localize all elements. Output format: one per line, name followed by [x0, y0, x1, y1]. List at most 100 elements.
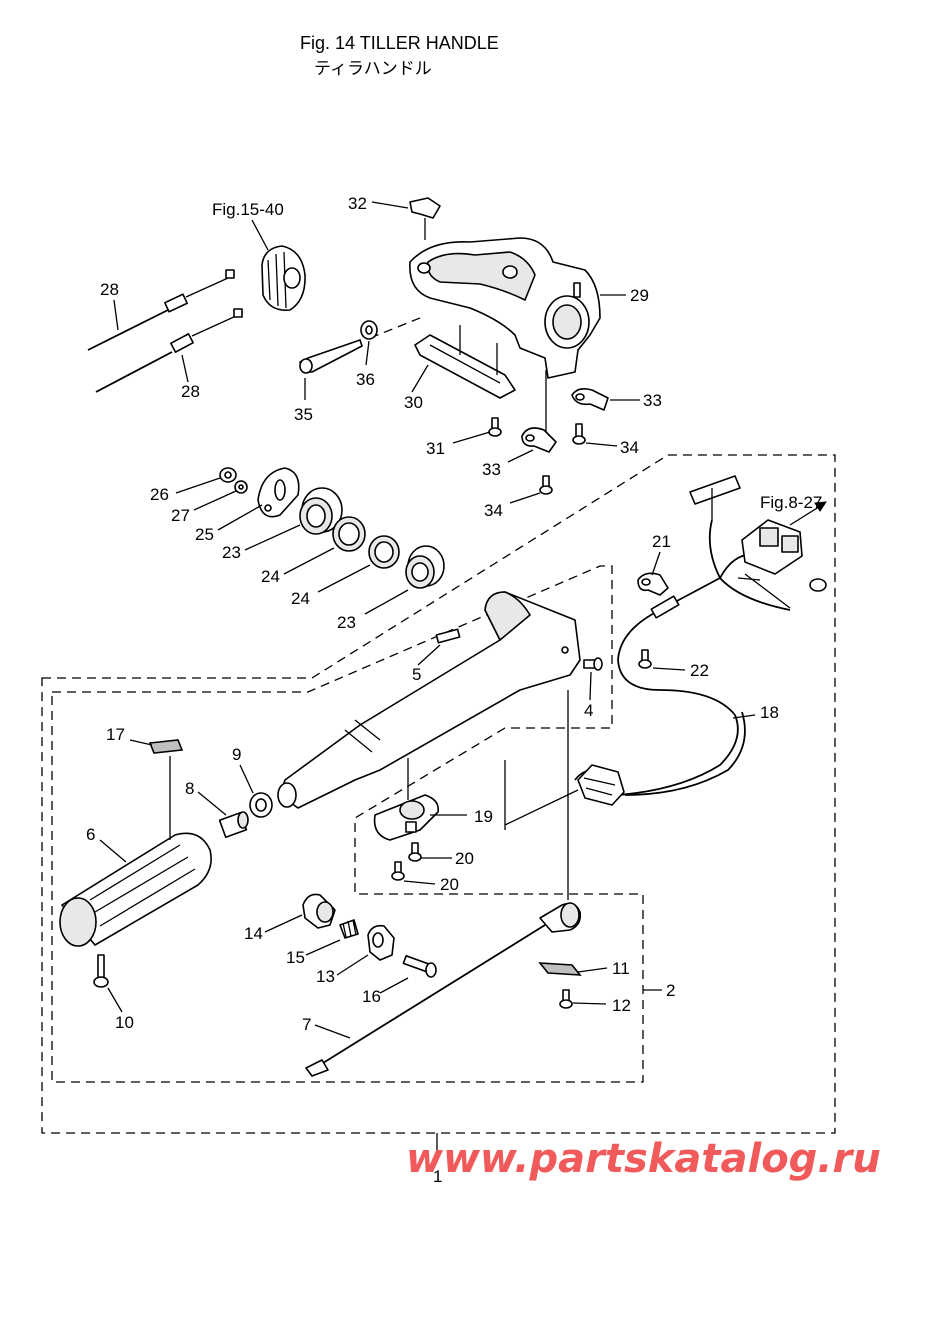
callout-19: 19 — [474, 807, 493, 826]
callout-33-upper: 33 — [643, 391, 662, 410]
cable-part-28-lower — [95, 308, 243, 393]
callout-30: 30 — [404, 393, 423, 412]
callout-13: 13 — [316, 967, 335, 986]
washer-part-36 — [360, 320, 378, 340]
leader-6 — [99, 839, 127, 863]
leader-14 — [264, 914, 303, 933]
clip-part-32 — [409, 197, 441, 240]
leader-10 — [107, 987, 123, 1013]
screw-part-12 — [559, 989, 573, 1009]
plate-part-30 — [414, 325, 516, 399]
plate-part-11 — [538, 962, 582, 976]
leader-28a — [113, 299, 119, 331]
leader-4 — [589, 671, 592, 701]
leader-23b — [364, 589, 409, 615]
figure-subtitle-japanese: ティラハンドル — [314, 59, 432, 79]
leader-7 — [314, 1024, 351, 1039]
reference-fig8-27: Fig.8-27 — [760, 493, 822, 512]
screw-part-20-upper — [408, 842, 422, 862]
leader-21 — [651, 551, 661, 576]
callout-20-upper: 20 — [455, 849, 474, 868]
callout-18: 18 — [760, 703, 779, 722]
leader-33b — [507, 449, 534, 463]
callout-24-b: 24 — [291, 589, 310, 608]
label-part-17 — [148, 739, 184, 754]
callout-8: 8 — [185, 779, 194, 798]
stud-part-5 — [435, 628, 461, 644]
friction-ring-part-24-a — [332, 516, 366, 552]
callout-20-lower: 20 — [440, 875, 459, 894]
callout-35: 35 — [294, 405, 313, 424]
tiller-bracket-part-29 — [409, 237, 601, 379]
leader-20b — [403, 880, 436, 885]
spring-part-15 — [339, 919, 359, 939]
callout-23-upper: 23 — [222, 543, 241, 562]
callout-15: 15 — [286, 948, 305, 967]
leader-11 — [577, 967, 608, 973]
bolt-part-16 — [402, 954, 437, 978]
leader-fig15 — [251, 219, 269, 251]
screw-part-31 — [488, 417, 502, 437]
leader-31 — [452, 431, 491, 444]
callout-26: 26 — [150, 485, 169, 504]
callout-22: 22 — [690, 661, 709, 680]
callout-27: 27 — [171, 506, 190, 525]
callout-2: 2 — [666, 981, 675, 1000]
callout-10: 10 — [115, 1013, 134, 1032]
callout-23-lower: 23 — [337, 613, 356, 632]
leader-8 — [197, 791, 227, 816]
clamp-part-33-upper — [571, 388, 609, 411]
block-part-13 — [367, 924, 395, 961]
callout-36: 36 — [356, 370, 375, 389]
leader-28b — [181, 354, 189, 383]
callout-7: 7 — [302, 1015, 311, 1034]
screw-part-34-lower — [539, 475, 553, 495]
washer-part-27 — [234, 480, 248, 494]
callout-24-a: 24 — [261, 567, 280, 586]
clamp-part-21 — [637, 572, 669, 596]
leader-23a — [244, 524, 301, 551]
throttle-pulley-part-14 — [302, 893, 336, 929]
callout-9: 9 — [232, 745, 241, 764]
throttle-friction-knob-ref — [261, 245, 306, 312]
callout-34-lower: 34 — [484, 501, 503, 520]
tiller-arm-body — [277, 591, 581, 809]
leader-5 — [417, 644, 441, 666]
leader-25 — [217, 504, 263, 531]
leader-15 — [305, 939, 341, 956]
leader-26 — [175, 477, 221, 494]
watermark-text: www.partskatalog.ru — [406, 1136, 881, 1182]
callout-12: 12 — [612, 996, 631, 1015]
friction-ring-part-24-b — [368, 535, 400, 569]
wire-harness-part-18 — [574, 475, 827, 806]
callout-28-lower: 28 — [181, 382, 200, 401]
leader-18 — [732, 714, 756, 719]
callout-32: 32 — [348, 194, 367, 213]
callout-16: 16 — [362, 987, 381, 1006]
bushing-part-23-upper — [299, 487, 343, 535]
guide-30 — [369, 315, 426, 339]
arrow-fig8 — [789, 501, 827, 526]
leader-24a — [283, 547, 335, 575]
leader-9 — [239, 764, 254, 794]
leader-22 — [652, 667, 686, 671]
callout-14: 14 — [244, 924, 263, 943]
assembly-1-boundary — [41, 454, 836, 1134]
leader-17 — [129, 739, 153, 746]
leader-27 — [193, 490, 237, 511]
leader-13 — [336, 954, 369, 976]
callout-31: 31 — [426, 439, 445, 458]
stop-switch-part-19 — [373, 794, 440, 841]
nut-part-26 — [219, 467, 237, 483]
callout-6: 6 — [86, 825, 95, 844]
callout-28-upper: 28 — [100, 280, 119, 299]
callout-4: 4 — [584, 701, 593, 720]
assembly-2-boundary — [51, 565, 644, 1083]
callout-25: 25 — [195, 525, 214, 544]
plug-part-8 — [218, 811, 249, 839]
bushing-part-23-lower — [405, 545, 445, 589]
callout-5: 5 — [412, 665, 421, 684]
callout-33-lower: 33 — [482, 460, 501, 479]
screw-part-22 — [638, 649, 652, 669]
